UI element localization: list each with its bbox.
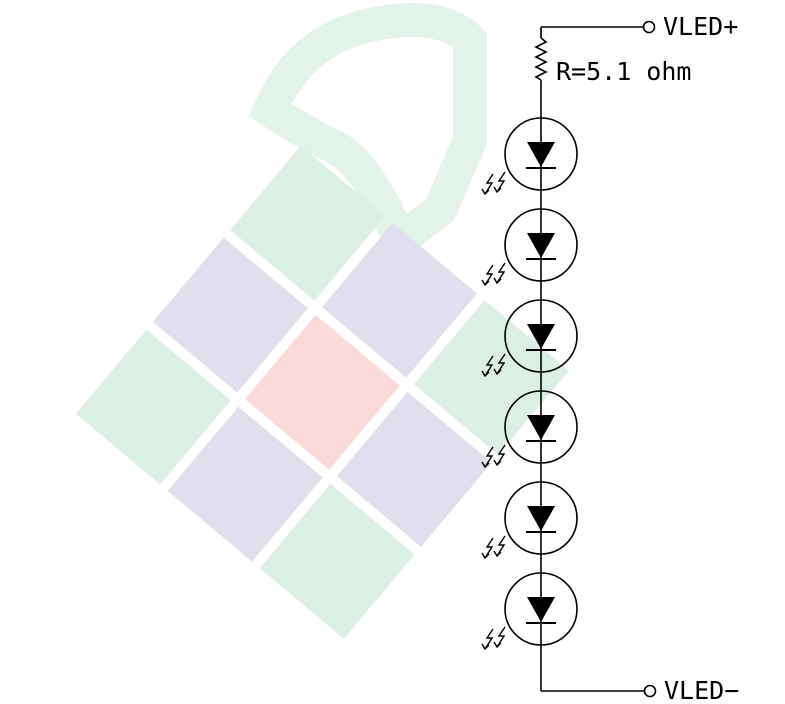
watermark-logo: [75, 3, 569, 639]
watermark-tile-purple-left: [152, 237, 308, 393]
emission-arrowhead: [481, 188, 490, 196]
emission-arrowhead: [493, 550, 502, 558]
light-emission-icon: [481, 171, 506, 196]
top-supply-wire: [540, 20, 656, 38]
light-emission-icon: [481, 444, 506, 469]
emission-arrow: [496, 444, 506, 466]
led-6: [481, 554, 578, 651]
bottom-supply-wire: [540, 654, 657, 698]
resistor: [534, 37, 548, 118]
emission-arrow: [484, 537, 494, 559]
watermark-tile-green-bottom: [259, 483, 415, 639]
emission-arrowhead: [481, 370, 490, 378]
diode-triangle-icon: [527, 415, 555, 440]
emission-arrowhead: [493, 368, 502, 376]
diode-triangle-icon: [527, 233, 555, 258]
light-emission-icon: [481, 353, 506, 378]
emission-arrowhead: [481, 279, 490, 287]
emission-arrowhead: [493, 459, 502, 467]
watermark-tile-pink-center: [244, 314, 400, 470]
emission-arrow: [496, 535, 506, 557]
emission-arrow: [484, 355, 494, 377]
emission-arrow: [484, 264, 494, 286]
led-5: [481, 463, 578, 560]
watermark-tile-purple-bottom: [167, 406, 323, 562]
light-emission-icon: [481, 535, 506, 560]
light-emission-icon: [481, 626, 506, 651]
emission-arrow: [484, 173, 494, 195]
negative-terminal: [643, 684, 657, 698]
watermark-tile-green-left: [75, 329, 231, 485]
emission-arrowhead: [481, 643, 490, 651]
emission-arrow: [496, 262, 506, 284]
emission-arrow: [484, 628, 494, 650]
watermark-tile-green-top: [230, 145, 386, 301]
led-1: [481, 117, 578, 196]
emission-arrowhead: [493, 641, 502, 649]
emission-arrow: [496, 626, 506, 648]
watermark-letter-outline: [248, 3, 487, 267]
diode-triangle-icon: [527, 597, 555, 622]
light-emission-icon: [481, 262, 506, 287]
emission-arrowhead: [481, 552, 490, 560]
led-2: [481, 190, 578, 287]
emission-arrowhead: [493, 277, 502, 285]
diode-triangle-icon: [527, 506, 555, 531]
emission-arrow: [496, 171, 506, 193]
positive-terminal: [642, 20, 656, 34]
diode-triangle-icon: [527, 142, 555, 167]
emission-arrow: [496, 353, 506, 375]
emission-arrow: [484, 446, 494, 468]
supply-negative-label: VLED−: [664, 676, 739, 704]
resistor-value-label: R=5.1 ohm: [556, 57, 691, 86]
supply-positive-label: VLED+: [663, 12, 738, 41]
emission-arrowhead: [481, 461, 490, 469]
watermark-tile-purple-right: [336, 391, 492, 547]
diode-triangle-icon: [527, 324, 555, 349]
emission-arrowhead: [493, 186, 502, 194]
led-chain: [481, 117, 578, 654]
watermark-tile-purple-topright: [322, 222, 477, 378]
